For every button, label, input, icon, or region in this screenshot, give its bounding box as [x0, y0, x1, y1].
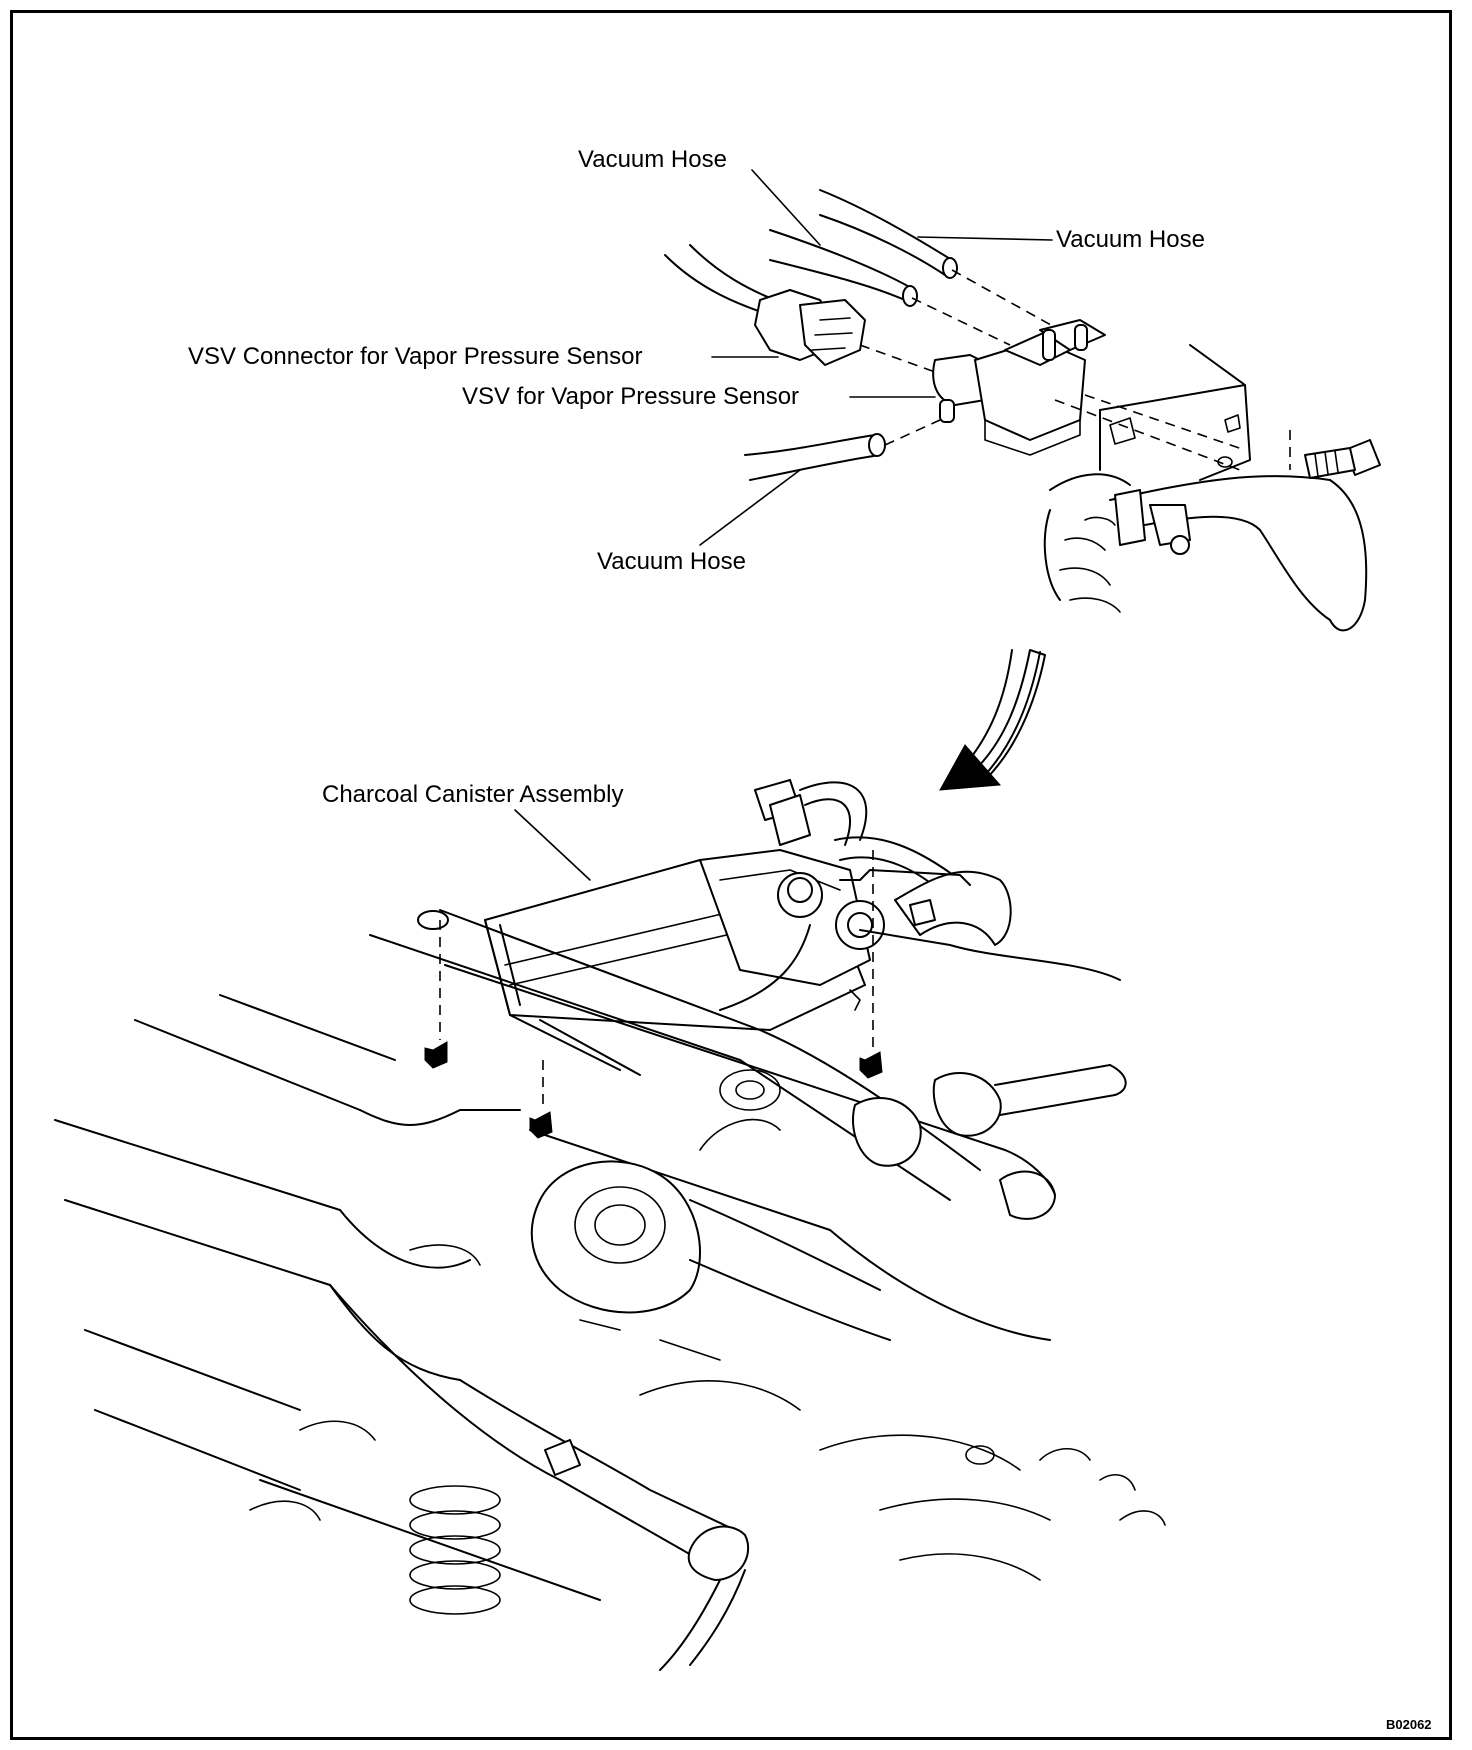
- canister-leader-line: [514, 809, 591, 881]
- vacuum-hose-lower: [744, 433, 886, 481]
- vacuum-hose-right: [819, 189, 958, 279]
- drive-shaft-right: [932, 1064, 1127, 1137]
- vsv-detail-view: [664, 189, 1381, 632]
- direction-arrow: [939, 649, 1046, 791]
- canister-mount-nuts: [417, 850, 883, 1139]
- figure-code: B02062: [1386, 1717, 1432, 1732]
- floor-pan-details: [249, 1244, 1166, 1581]
- diagram-frame: [10, 10, 1452, 1740]
- mounting-bracket: [1099, 344, 1251, 481]
- label-vsv-connector: VSV Connector for Vapor Pressure Sensor: [188, 343, 643, 370]
- engine-hose: [1109, 475, 1368, 632]
- vacuum-hose-upper: [769, 229, 918, 307]
- differential: [530, 1069, 922, 1341]
- suspension-arm: [739, 1029, 1056, 1341]
- crossmember: [329, 1284, 750, 1671]
- label-vacuum-hose-top: Vacuum Hose: [578, 146, 727, 173]
- label-vacuum-hose-bottom: Vacuum Hose: [597, 548, 746, 575]
- label-charcoal-canister: Charcoal Canister Assembly: [322, 781, 624, 808]
- engine-part-right: [1043, 473, 1131, 613]
- coil-spring: [409, 1439, 581, 1615]
- chassis-view: [54, 779, 1166, 1671]
- bolt: [1289, 430, 1381, 479]
- vsv-connector: [664, 244, 866, 366]
- label-vacuum-hose-right: Vacuum Hose: [1056, 226, 1205, 253]
- vsv-body: [932, 319, 1106, 456]
- label-vsv: VSV for Vapor Pressure Sensor: [462, 383, 800, 410]
- canister-fittings: [719, 779, 1121, 1011]
- charcoal-canister: [484, 849, 871, 1076]
